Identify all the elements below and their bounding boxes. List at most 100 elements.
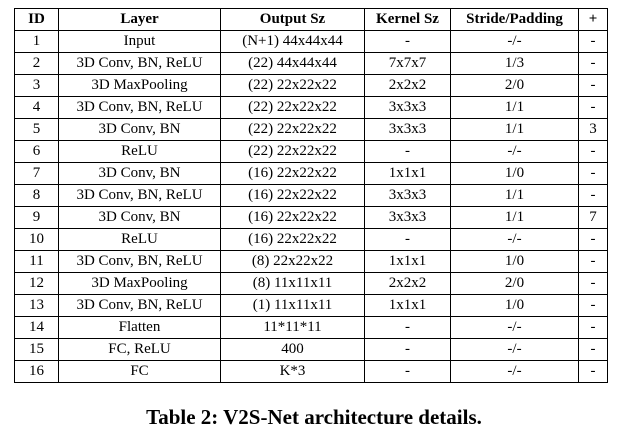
cell-stride-padding: 1/0 — [450, 162, 579, 185]
cell-id: 8 — [14, 184, 59, 207]
cell-layer: ReLU — [58, 140, 221, 163]
cell-output-size: (N+1) 44x44x44 — [220, 30, 365, 53]
cell-layer: 3D Conv, BN — [58, 118, 221, 141]
cell-layer: 3D Conv, BN — [58, 206, 221, 229]
cell-id: 2 — [14, 52, 59, 75]
header-output-size: Output Sz — [220, 8, 365, 31]
cell-output-size: (16) 22x22x22 — [220, 184, 365, 207]
cell-layer: 3D Conv, BN, ReLU — [58, 294, 221, 317]
cell-output-size: (16) 22x22x22 — [220, 162, 365, 185]
cell-layer: Input — [58, 30, 221, 53]
cell-output-size: (22) 22x22x22 — [220, 140, 365, 163]
cell-stride-padding: -/- — [450, 140, 579, 163]
cell-repeat: - — [578, 74, 608, 97]
cell-repeat: - — [578, 228, 608, 251]
cell-id: 10 — [14, 228, 59, 251]
cell-kernel-size: 3x3x3 — [364, 184, 451, 207]
cell-layer: 3D Conv, BN — [58, 162, 221, 185]
cell-repeat: - — [578, 162, 608, 185]
cell-repeat: - — [578, 294, 608, 317]
cell-stride-padding: 1/1 — [450, 184, 579, 207]
cell-output-size: (22) 44x44x44 — [220, 52, 365, 75]
cell-kernel-size: 2x2x2 — [364, 272, 451, 295]
cell-repeat: - — [578, 184, 608, 207]
cell-output-size: (8) 11x11x11 — [220, 272, 365, 295]
cell-kernel-size: - — [364, 30, 451, 53]
cell-stride-padding: -/- — [450, 316, 579, 339]
cell-id: 12 — [14, 272, 59, 295]
cell-repeat: - — [578, 52, 608, 75]
cell-stride-padding: 2/0 — [450, 272, 579, 295]
cell-repeat: - — [578, 96, 608, 119]
cell-kernel-size: 2x2x2 — [364, 74, 451, 97]
cell-stride-padding: 2/0 — [450, 74, 579, 97]
cell-layer: FC — [58, 360, 221, 383]
cell-id: 9 — [14, 206, 59, 229]
cell-kernel-size: - — [364, 338, 451, 361]
cell-stride-padding: 1/1 — [450, 96, 579, 119]
cell-stride-padding: -/- — [450, 30, 579, 53]
cell-stride-padding: 1/0 — [450, 250, 579, 273]
cell-id: 3 — [14, 74, 59, 97]
cell-stride-padding: 1/1 — [450, 118, 579, 141]
cell-repeat: - — [578, 272, 608, 295]
cell-layer: Flatten — [58, 316, 221, 339]
cell-kernel-size: - — [364, 140, 451, 163]
cell-id: 14 — [14, 316, 59, 339]
cell-output-size: (22) 22x22x22 — [220, 118, 365, 141]
cell-repeat: - — [578, 30, 608, 53]
cell-id: 5 — [14, 118, 59, 141]
cell-layer: 3D MaxPooling — [58, 74, 221, 97]
cell-output-size: (22) 22x22x22 — [220, 96, 365, 119]
cell-layer: 3D Conv, BN, ReLU — [58, 96, 221, 119]
cell-stride-padding: 1/0 — [450, 294, 579, 317]
cell-layer: 3D MaxPooling — [58, 272, 221, 295]
cell-kernel-size: 3x3x3 — [364, 206, 451, 229]
cell-repeat: - — [578, 338, 608, 361]
cell-output-size: (22) 22x22x22 — [220, 74, 365, 97]
cell-stride-padding: -/- — [450, 338, 579, 361]
cell-layer: FC, ReLU — [58, 338, 221, 361]
header-id: ID — [14, 8, 59, 31]
header-kernel-size: Kernel Sz — [364, 8, 451, 31]
cell-repeat: - — [578, 250, 608, 273]
table-caption: Table 2: V2S-Net architecture details. — [146, 405, 482, 429]
cell-output-size: 11*11*11 — [220, 316, 365, 339]
cell-stride-padding: 1/1 — [450, 206, 579, 229]
cell-kernel-size: 3x3x3 — [364, 118, 451, 141]
cell-id: 16 — [14, 360, 59, 383]
cell-kernel-size: 7x7x7 — [364, 52, 451, 75]
cell-stride-padding: 1/3 — [450, 52, 579, 75]
cell-output-size: (8) 22x22x22 — [220, 250, 365, 273]
header-layer: Layer — [58, 8, 221, 31]
cell-repeat: - — [578, 316, 608, 339]
cell-kernel-size: - — [364, 316, 451, 339]
cell-layer: 3D Conv, BN, ReLU — [58, 184, 221, 207]
cell-layer: ReLU — [58, 228, 221, 251]
cell-id: 4 — [14, 96, 59, 119]
cell-id: 11 — [14, 250, 59, 273]
cell-id: 15 — [14, 338, 59, 361]
cell-kernel-size: 1x1x1 — [364, 162, 451, 185]
cell-output-size: 400 — [220, 338, 365, 361]
